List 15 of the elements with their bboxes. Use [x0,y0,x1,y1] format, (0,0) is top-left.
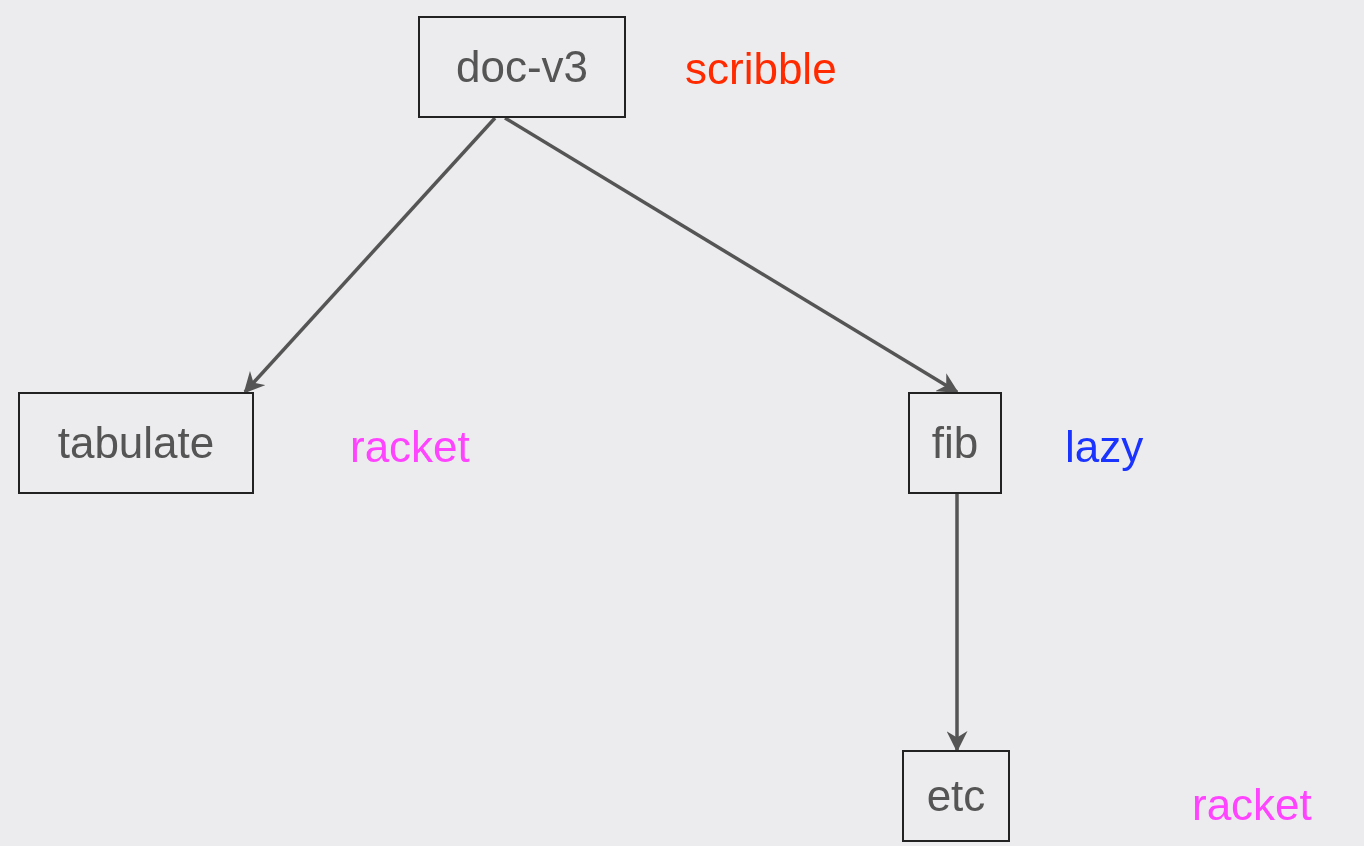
arrow [504,116,959,394]
node-box [902,750,1010,842]
node-label: fib [931,418,979,468]
arrow [946,494,968,753]
node-label: doc-v3 [455,42,589,92]
node-box [418,16,626,118]
side-label: scribble [685,44,837,94]
side-label: racket [350,422,470,472]
node-box [908,392,1002,494]
node-label: etc [926,771,986,821]
node-box [18,392,254,494]
arrow [243,116,497,394]
side-label: lazy [1065,422,1144,472]
side-label: racket [1192,780,1312,830]
node-label: tabulate [57,418,215,468]
